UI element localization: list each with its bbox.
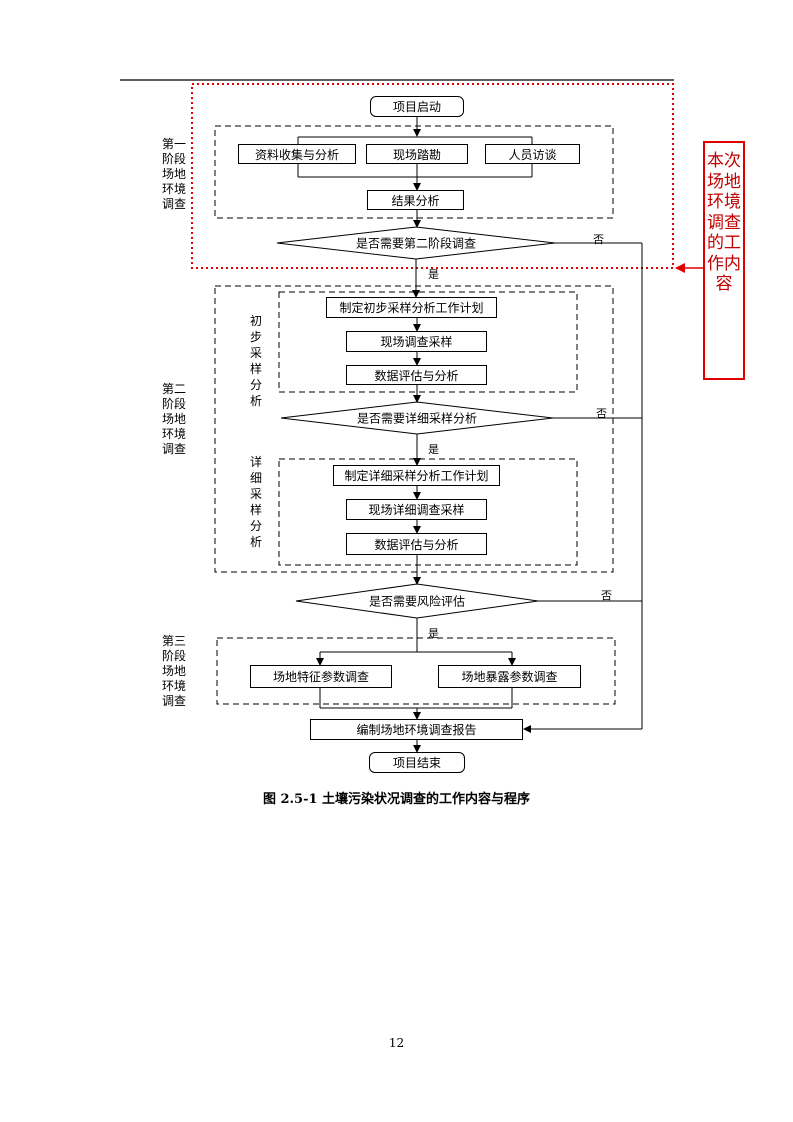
decision2-label: 是否需要详细采样分析	[356, 411, 478, 426]
stage1-group	[214, 125, 614, 219]
detailed-group	[278, 458, 578, 566]
stage3-item-exposure-params: 场地暴露参数调查	[438, 665, 581, 688]
page-number: 12	[388, 1036, 405, 1050]
stage2-label: 第二阶段场地环境调查	[161, 382, 186, 456]
detailed-label: 详细采样分析	[249, 455, 262, 549]
decision1-label: 是否需要第二阶段调查	[355, 236, 477, 251]
decision1-yes: 是	[428, 268, 439, 281]
decision3-no: 否	[601, 589, 612, 602]
figure-caption: 图 2.5-1 土壤污染状况调查的工作内容与程序	[262, 792, 531, 807]
scope-frame	[191, 83, 674, 269]
preliminary-group	[278, 291, 578, 393]
decision2-no: 否	[596, 407, 607, 420]
prelim-step-evaluation: 数据评估与分析	[346, 365, 487, 385]
stage1-result: 结果分析	[367, 190, 464, 210]
stage1-item-site-visit: 现场踏勘	[366, 144, 468, 164]
stage2-group	[214, 285, 614, 573]
stage1-label: 第一阶段场地环境调查	[161, 137, 186, 211]
detail-step-sampling: 现场详细调查采样	[346, 499, 487, 520]
stage3-group	[216, 637, 616, 705]
end-node: 项目结束	[369, 752, 465, 773]
stage1-item-interviews: 人员访谈	[485, 144, 580, 164]
stage3-item-site-params: 场地特征参数调查	[250, 665, 392, 688]
stage1-item-data-collection: 资料收集与分析	[238, 144, 356, 164]
decision2-yes: 是	[428, 443, 439, 456]
preliminary-label: 初步采样分析	[249, 314, 262, 408]
start-node: 项目启动	[370, 96, 464, 117]
decision3-label: 是否需要风险评估	[368, 594, 466, 609]
prelim-step-plan: 制定初步采样分析工作计划	[326, 297, 497, 318]
decision3-yes: 是	[428, 627, 439, 640]
decision1-no: 否	[593, 233, 604, 246]
detail-step-evaluation: 数据评估与分析	[346, 533, 487, 555]
detail-step-plan: 制定详细采样分析工作计划	[333, 465, 500, 486]
stage3-label: 第三阶段场地环境调查	[161, 634, 186, 708]
report-node: 编制场地环境调查报告	[310, 719, 523, 740]
scope-callout: 本次场地环境调查的工作内容	[703, 141, 745, 380]
prelim-step-sampling: 现场调查采样	[346, 331, 487, 352]
